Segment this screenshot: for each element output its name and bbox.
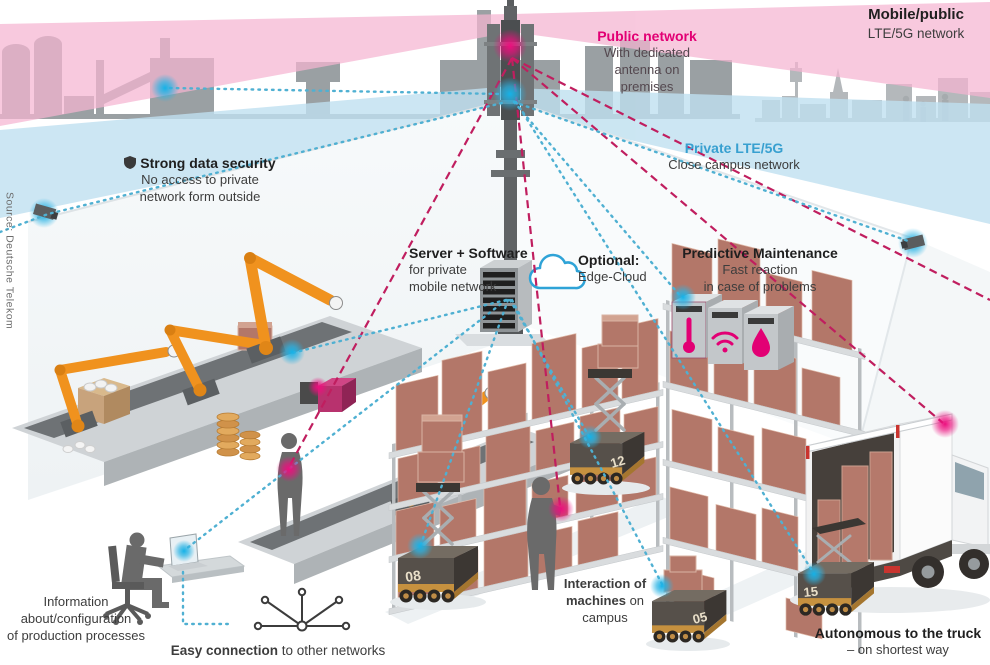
lift-platform bbox=[812, 518, 866, 534]
agv-15-robot: 15 bbox=[798, 518, 874, 616]
thermometer-icon bbox=[683, 317, 695, 353]
public-network-wedge bbox=[0, 2, 990, 126]
agv-number: 15 bbox=[803, 584, 819, 600]
agv-12-robot: 12 bbox=[562, 314, 650, 495]
robot-arm-3 bbox=[244, 252, 343, 364]
label-server-software: Server + Software for private mobile net… bbox=[409, 245, 528, 295]
office-chair bbox=[103, 545, 151, 625]
label-predictive-maintenance: Predictive Maintenance Fast reaction in … bbox=[682, 245, 838, 295]
label-public-network: Public network With dedicated antenna on… bbox=[568, 27, 726, 96]
pallet-stack bbox=[216, 412, 261, 461]
server-rack bbox=[455, 260, 552, 346]
label-edge-cloud: Optional: Edge-Cloud bbox=[578, 252, 647, 285]
droplet-icon bbox=[752, 328, 770, 357]
shield-icon bbox=[124, 156, 137, 169]
public-network-title: Public network bbox=[597, 28, 697, 44]
label-mobile-public-network: Mobile/public LTE/5G network bbox=[867, 6, 965, 41]
box-stack-on-lift bbox=[417, 414, 465, 483]
wifi-icon bbox=[711, 331, 739, 353]
label-private-lte: Private LTE/5G Close campus network bbox=[648, 139, 820, 174]
network-hub-icon bbox=[253, 587, 351, 632]
robot-arms bbox=[54, 252, 498, 516]
label-easy-connection: Easy connection to other networks bbox=[170, 643, 386, 658]
agv-number: 05 bbox=[691, 609, 709, 627]
private-network-wedge bbox=[0, 86, 990, 224]
security-camera-left bbox=[29, 198, 59, 228]
public-signal-lines bbox=[288, 57, 990, 507]
private-lte-title: Private LTE/5G bbox=[684, 140, 784, 156]
private-signal-lines bbox=[0, 86, 913, 626]
signal-glows bbox=[151, 29, 959, 598]
source-credit: Source: Deutsche Telekom bbox=[3, 192, 16, 330]
tower-private-glow bbox=[493, 77, 527, 111]
edge-cloud-icon bbox=[528, 253, 586, 290]
tower-public-glow bbox=[493, 29, 527, 63]
label-autonomous: Autonomous to the truck – on shortest wa… bbox=[814, 625, 982, 658]
label-data-security: Strong data security No access to privat… bbox=[108, 154, 292, 206]
agv-number: 08 bbox=[404, 567, 422, 585]
agv-number: 12 bbox=[609, 452, 627, 470]
label-information: Information about/configuration of produ… bbox=[6, 594, 146, 643]
label-interaction: Interaction of machines on campus bbox=[563, 576, 647, 625]
maintenance-machines bbox=[671, 294, 794, 370]
security-camera-right bbox=[898, 228, 928, 258]
